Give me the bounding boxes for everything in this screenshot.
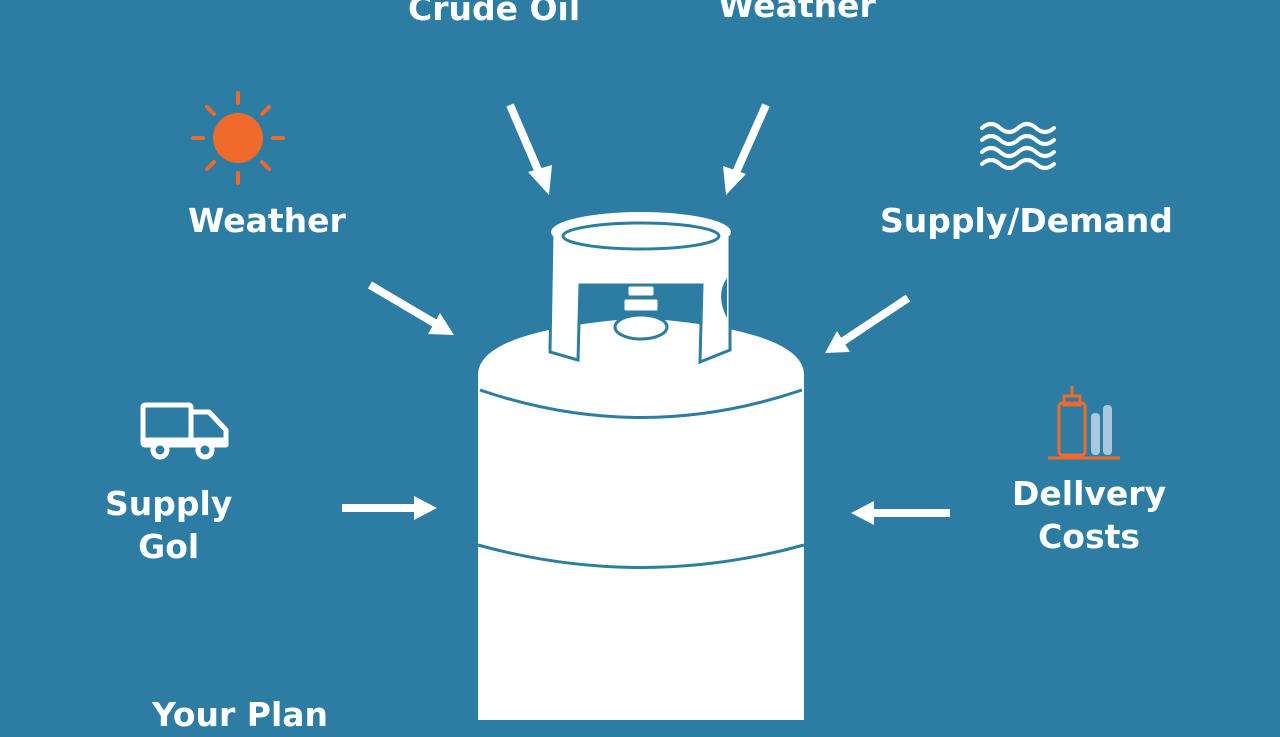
label-supply-gol-line2: Gol (138, 526, 200, 566)
label-delivery-line1: Dellvery (1012, 474, 1167, 513)
arrow-supply-demand (825, 294, 911, 353)
truck-icon (140, 402, 229, 460)
label-supply-gol-line1: Supply (105, 484, 233, 523)
arrow-delivery-costs (851, 501, 950, 525)
arrow-crude-oil (506, 103, 552, 195)
diagram: Crude Oil Weather Weather Supply/Demand … (105, 0, 1173, 734)
waves-icon (980, 122, 1056, 170)
arrow-weather-top (723, 103, 770, 195)
sun-icon (191, 91, 285, 185)
label-supply-gol: Supply Gol (105, 483, 232, 569)
label-delivery-line2: Costs (1038, 516, 1141, 556)
label-weather-left: Weather (188, 201, 346, 240)
label-crude-oil: Crude Oil (408, 0, 581, 28)
propane-cylinder-icon (477, 212, 805, 720)
label-your-plan: Your Plan (152, 695, 329, 734)
label-supply-demand: Supply/Demand (880, 201, 1173, 240)
diagram-graphics (140, 91, 1120, 720)
arrow-weather-left (367, 281, 454, 335)
label-delivery-costs: Dellvery Costs (1012, 473, 1166, 559)
arrow-supply-gol (342, 496, 437, 520)
label-weather-top: Weather (718, 0, 876, 25)
tanks-icon (1048, 386, 1120, 460)
